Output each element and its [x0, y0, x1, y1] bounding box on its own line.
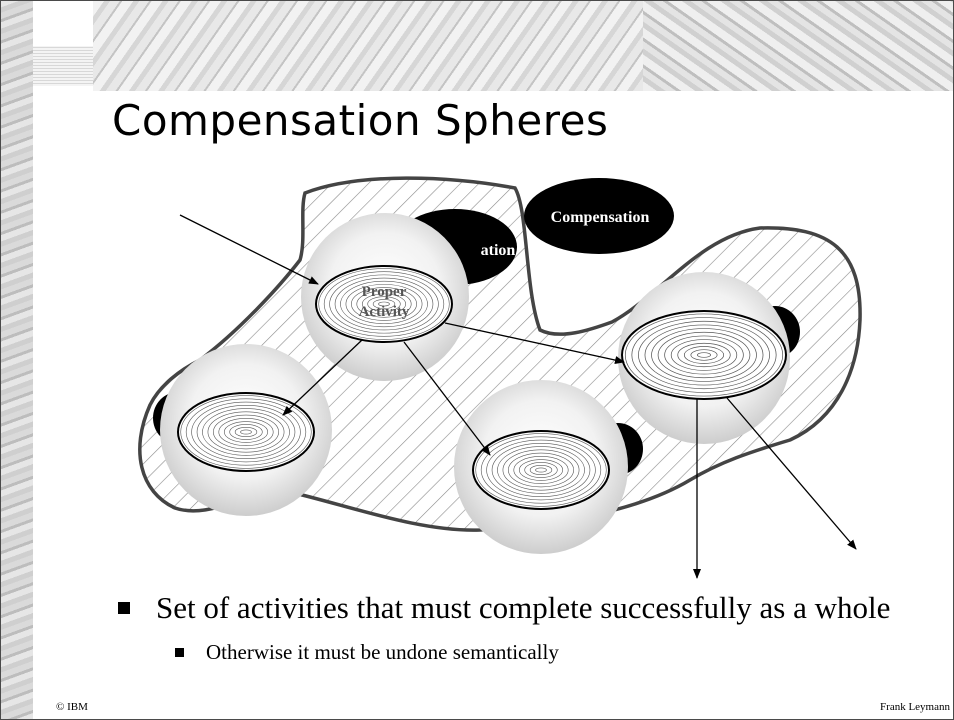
incoming-arrow [179, 214, 319, 285]
arrow-to-left [282, 339, 363, 416]
footer-author: Frank Leymann [880, 701, 950, 713]
bullet-text: Set of activities that must complete suc… [156, 590, 891, 625]
proper-activity-label-line1: Proper [362, 284, 407, 300]
arrow-to-right [444, 322, 625, 364]
slide-title: Compensation Spheres [112, 96, 609, 145]
activity-ellipse-middle [472, 430, 610, 510]
bullet-square-icon [175, 648, 184, 657]
activity-ellipse-left [177, 392, 315, 472]
compensation-ellipse-front [524, 178, 674, 254]
decorative-top-banner [33, 1, 953, 91]
bullet-square-icon [118, 602, 130, 614]
bullet-level1: Set of activities that must complete suc… [118, 590, 890, 626]
outgoing-arrow-diagonal [726, 397, 857, 550]
bullet-text: Otherwise it must be undone semantically [206, 640, 559, 664]
proper-activity-label-line2: Activity [359, 304, 410, 320]
compensation-label-front: Compensation [551, 209, 650, 226]
activity-ellipse-right [621, 310, 787, 400]
compensation-label-back: ation [481, 242, 516, 259]
footer-copyright: © IBM [56, 701, 88, 713]
bullet-level2: Otherwise it must be undone semantically [175, 640, 559, 665]
arrow-to-middle [403, 341, 491, 456]
decorative-left-texture [1, 1, 33, 719]
proper-activity-ellipse [315, 265, 453, 343]
